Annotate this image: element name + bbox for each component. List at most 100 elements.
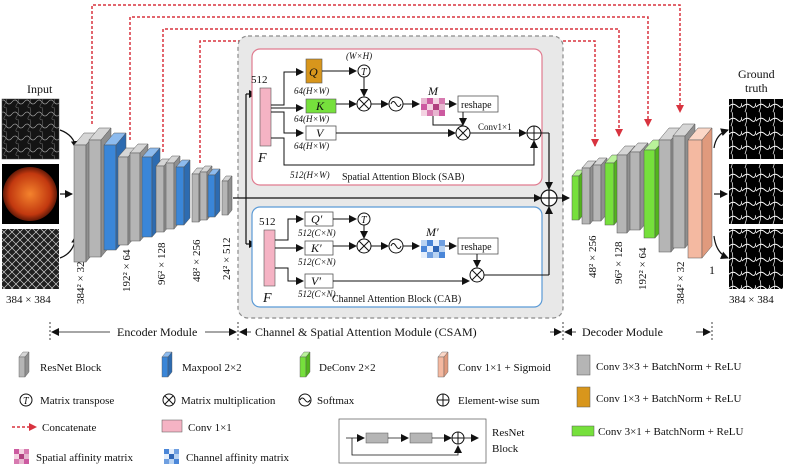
svg-text:Matrix transpose: Matrix transpose	[40, 395, 114, 407]
sab-q: Q	[309, 65, 318, 79]
svg-text:Matrix multiplication: Matrix multiplication	[181, 395, 276, 407]
cab-k: K′	[310, 241, 322, 255]
sab-reshape	[457, 95, 499, 113]
svg-text:ResNet: ResNet	[492, 427, 524, 439]
cab-q-dim: 512(C×N)	[298, 228, 336, 238]
input-arrow-top	[59, 129, 79, 149]
svg-text:Conv 3×3 + BatchNorm + ReLU: Conv 3×3 + BatchNorm + ReLU	[596, 361, 741, 373]
sab-k-dim: 64(H×W)	[294, 114, 329, 124]
cab-m: M′	[425, 225, 439, 239]
sab-m: M	[427, 84, 439, 98]
ground-truth-vessel-image	[729, 99, 783, 159]
svg-text:Spatial affinity matrix: Spatial affinity matrix	[36, 452, 133, 464]
sab-conv-label: Conv1×1	[478, 122, 512, 132]
legend-conv13: Conv 1×3 + BatchNorm + ReLU	[576, 386, 741, 408]
legend-maxpool: Maxpool 2×2	[161, 351, 242, 378]
legend: ResNet Block Maxpool 2×2 DeConv 2×2 Conv…	[12, 351, 743, 464]
svg-text:Conv 1×1: Conv 1×1	[188, 422, 232, 434]
input-label: Input	[27, 82, 53, 96]
skip-connection-2	[129, 16, 652, 140]
legend-resnet-block: ResNet Block	[18, 351, 102, 378]
sab-block	[251, 48, 543, 186]
encoder-module-label: Encoder Module	[117, 325, 197, 339]
legend-matrix-mult: Matrix multiplication	[162, 393, 276, 407]
enc-dim-1: 384² × 32	[75, 261, 87, 304]
cab-channels: 512	[259, 216, 276, 228]
cab-q: Q′	[311, 212, 323, 226]
svg-text:Channel affinity matrix: Channel affinity matrix	[186, 452, 290, 464]
sab-f: F	[257, 151, 267, 166]
skip-connection-1	[91, 4, 684, 124]
skip-connections	[91, 4, 684, 163]
sab-reshape-label: reshape	[461, 100, 492, 111]
skip-connection-3	[162, 28, 623, 152]
sab-tau: T	[361, 67, 368, 78]
legend-conv11: Conv 1×1	[161, 419, 232, 434]
channel-affinity-matrix	[421, 240, 445, 258]
module-span-bar	[49, 322, 713, 340]
cab-tau: T	[361, 215, 368, 226]
encoder-blocks	[73, 127, 233, 263]
enc-dim-4: 48² × 256	[191, 239, 203, 282]
input-arrow-bottom	[59, 235, 80, 259]
cab-k-box	[304, 240, 334, 256]
sab-channels: 512	[251, 74, 268, 86]
dec-dim-2: 96² × 128	[613, 241, 625, 284]
cab-k-dim: 512(C×N)	[298, 257, 336, 267]
legend-concatenate: Concatenate	[12, 422, 96, 434]
output-arrow-top	[713, 128, 729, 149]
retina-vessel-image	[1, 98, 60, 160]
sab-k: K	[315, 99, 325, 113]
svg-text:Element-wise sum: Element-wise sum	[458, 395, 540, 407]
sab-v-dim: 64(H×W)	[294, 141, 329, 151]
sab-bottom-dim: 512(H×W)	[290, 170, 330, 180]
svg-text:ResNet Block: ResNet Block	[40, 362, 102, 374]
svg-text:T: T	[23, 396, 30, 407]
sab-v: V	[316, 126, 325, 140]
cab-conv1x1	[263, 229, 276, 287]
sab-k-conv3x1	[305, 98, 337, 114]
dec-dim-4: 384² × 32	[675, 261, 687, 304]
fundus-photo-image	[3, 167, 57, 221]
cab-reshape	[457, 237, 499, 255]
skip-connection-4	[199, 40, 599, 163]
cab-title: Channel Attention Block (CAB)	[332, 294, 461, 305]
csam-module-label: Channel & Spatial Attention Module (CSAM…	[255, 325, 477, 339]
legend-spatial-affinity: Spatial affinity matrix	[14, 449, 133, 464]
legend-elem-sum: Element-wise sum	[436, 393, 540, 407]
ground-truth-octa-image	[729, 229, 783, 289]
legend-softmax: Softmax	[298, 393, 355, 407]
svg-text:Block: Block	[492, 443, 519, 455]
svg-text:Conv 1×3 + BatchNorm + ReLU: Conv 1×3 + BatchNorm + ReLU	[596, 393, 741, 405]
svg-text:Concatenate: Concatenate	[42, 422, 96, 434]
svg-text:Softmax: Softmax	[317, 395, 355, 407]
cab-f: F	[262, 291, 272, 306]
enc-dim-3: 96² × 128	[156, 242, 168, 285]
legend-deconv: DeConv 2×2	[299, 351, 376, 378]
decoder-blocks	[571, 123, 713, 259]
svg-text:Conv 3×1 + BatchNorm + ReLU: Conv 3×1 + BatchNorm + ReLU	[598, 426, 743, 438]
legend-conv33: Conv 3×3 + BatchNorm + ReLU	[576, 354, 741, 376]
cab-v-dim: 512(C×N)	[298, 289, 336, 299]
spatial-affinity-matrix	[421, 98, 445, 116]
legend-matrix-transpose: T Matrix transpose	[19, 393, 114, 407]
octa-image	[2, 229, 59, 289]
output-size-label: 384 × 384	[729, 294, 774, 306]
enc-dim-2: 192² × 64	[121, 249, 133, 292]
dec-dim-3: 192² × 64	[637, 247, 649, 290]
sab-conv1x1	[259, 87, 272, 147]
dec-dim-5: 1	[709, 263, 715, 277]
cab-v: V′	[311, 274, 321, 288]
dec-dim-1: 48² × 256	[587, 235, 599, 278]
input-size-label: 384 × 384	[6, 294, 51, 306]
svg-text:Conv 1×1 + Sigmoid: Conv 1×1 + Sigmoid	[458, 362, 551, 374]
legend-conv-sigmoid: Conv 1×1 + Sigmoid	[437, 351, 551, 378]
ground-truth-label-2: truth	[745, 81, 768, 95]
decoder-module-label: Decoder Module	[582, 325, 663, 339]
sab-q-dim: 64(H×W)	[294, 86, 329, 96]
svg-text:Maxpool 2×2: Maxpool 2×2	[182, 362, 242, 374]
svg-text:DeConv 2×2: DeConv 2×2	[319, 362, 376, 374]
legend-conv31: Conv 3×1 + BatchNorm + ReLU	[571, 425, 743, 438]
output-arrow-bottom	[713, 235, 729, 259]
